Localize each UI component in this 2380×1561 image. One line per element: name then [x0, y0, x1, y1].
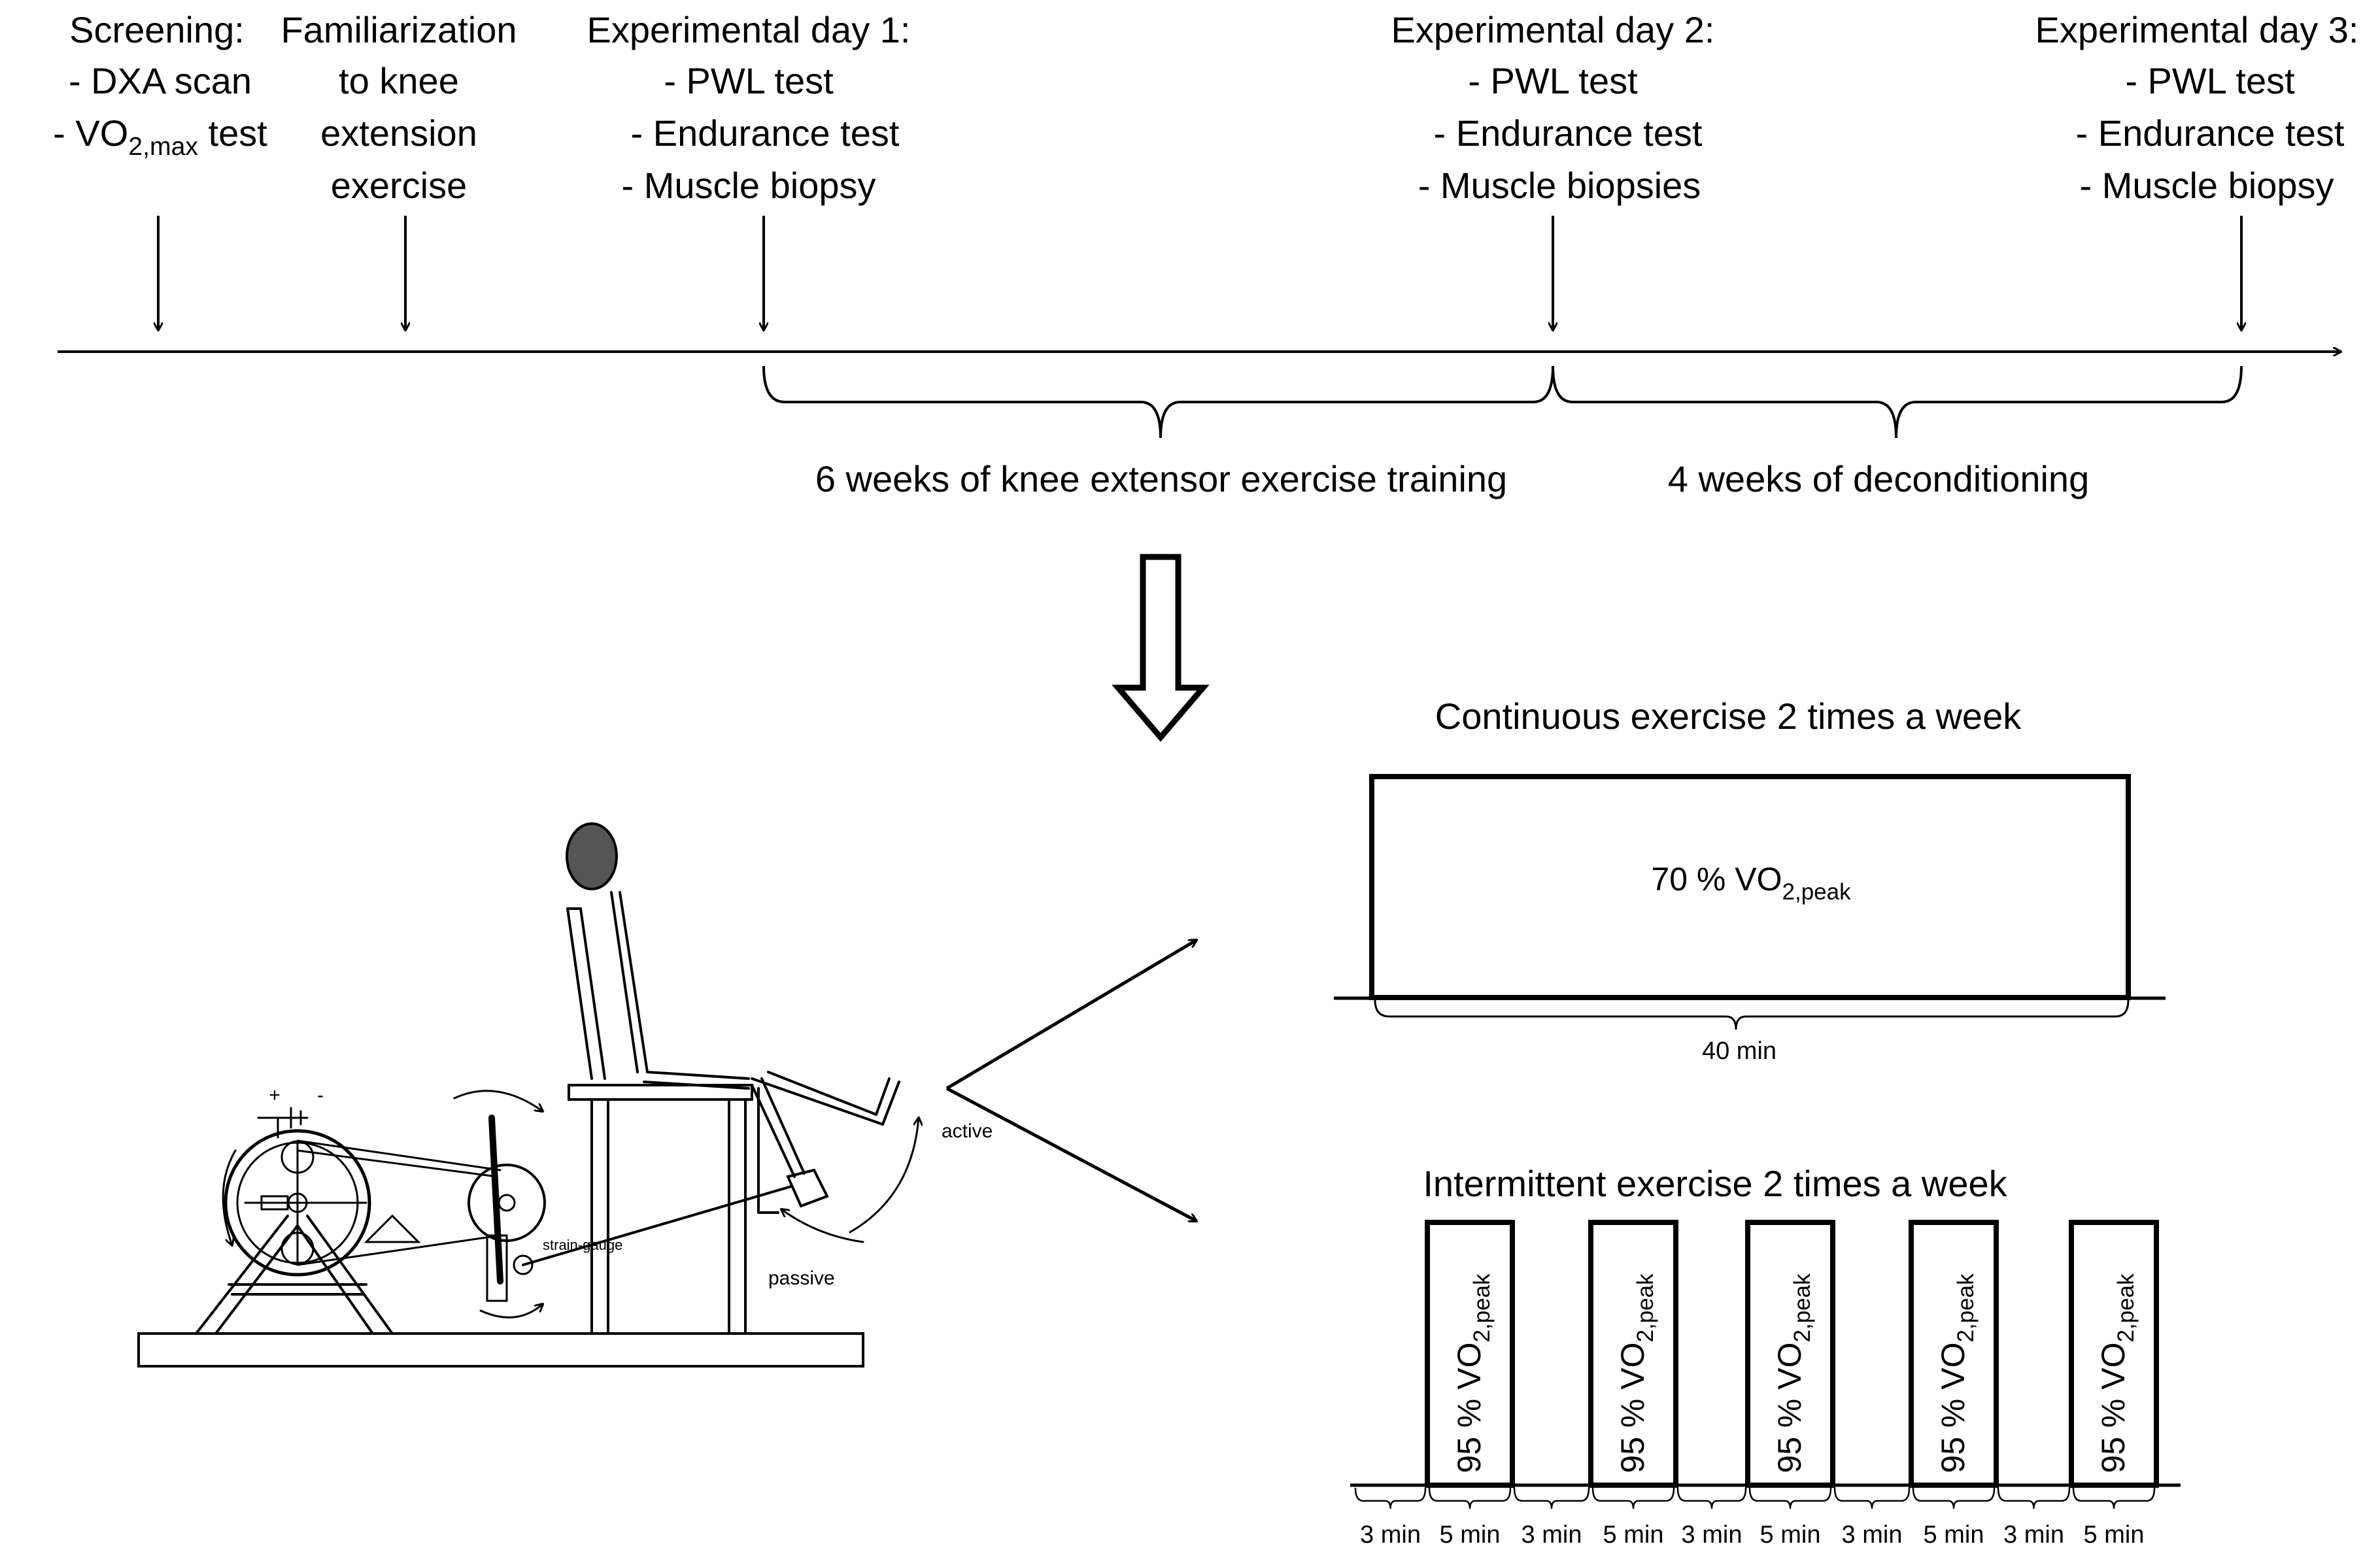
event-title: Screening: — [69, 9, 245, 50]
flywheel-stand — [195, 1215, 394, 1335]
branch-arrow-intermittent — [945, 1086, 1197, 1223]
intermittent-duration-brace — [1833, 1487, 1911, 1509]
event-line: - PWL test — [2125, 60, 2295, 101]
continuous-duration-brace — [1374, 999, 2130, 1030]
intermittent-protocol: Intermittent exercise 2 times a week 95 … — [1350, 1163, 2181, 1549]
intermittent-title: Intermittent exercise 2 times a week — [1423, 1163, 2007, 1204]
brace-training — [762, 365, 1554, 439]
intermittent-duration-brace — [1428, 1487, 1512, 1509]
event-line: - PWL test — [664, 60, 834, 101]
knee-extensor-ergometer-illustration: + - strain-gauge — [137, 822, 993, 1368]
intermittent-duration-brace — [1997, 1487, 2071, 1509]
seat — [566, 907, 753, 1335]
intermittent-duration-label: 3 min — [2003, 1521, 2064, 1549]
intermittent-duration-label: 5 min — [2084, 1521, 2145, 1549]
intermittent-duration-brace — [2072, 1487, 2156, 1509]
intermittent-bouts: 95 % VO2,peak 95 % VO2,peak 95 % VO2,peak 9… — [1425, 1220, 2159, 1488]
rotation-arrow-icon — [222, 1149, 237, 1245]
intermittent-duration-label: 5 min — [1440, 1521, 1501, 1549]
intermittent-duration-brace — [1676, 1487, 1747, 1509]
subject-figure — [566, 822, 900, 1214]
rotation-arrow-icon — [479, 1304, 543, 1318]
event-line: extension — [320, 112, 477, 154]
event-line: - PWL test — [1468, 60, 1638, 101]
event-screening: Screening: - DXA scan - VO2,max test — [53, 9, 267, 161]
continuous-title: Continuous exercise 2 times a week — [1435, 696, 2022, 737]
flywheel-icon — [224, 1129, 371, 1277]
rotation-arrow-icon — [453, 1090, 543, 1111]
intermittent-duration-brace — [1912, 1487, 1996, 1509]
active-label: active — [942, 1120, 993, 1142]
intermittent-duration-label: 3 min — [1842, 1521, 1903, 1549]
plus-label: + — [269, 1084, 280, 1106]
event-title: Experimental day 2: — [1391, 9, 1715, 50]
event-line: - Muscle biopsy — [621, 165, 876, 206]
electrode-icon — [257, 1107, 309, 1139]
phase-label-training: 6 weeks of knee extensor exercise traini… — [815, 458, 1507, 499]
intermittent-bout-intensity: 95 % VO2,peak — [1771, 1273, 1815, 1473]
event-line: to knee — [339, 60, 459, 101]
brace-deconditioning — [1552, 365, 2243, 439]
event-line: - Endurance test — [1434, 112, 1703, 154]
branch-arrows — [945, 938, 1197, 1223]
event-line: exercise — [331, 165, 468, 206]
branch-arrow-continuous — [945, 938, 1197, 1090]
intermittent-duration-brace — [1354, 1487, 1427, 1509]
timeline: Screening: - DXA scan - VO2,max test Fam… — [53, 9, 2358, 499]
phase-label-deconditioning: 4 weeks of deconditioning — [1668, 458, 2089, 499]
continuous-intensity: 70 % VO2,peak — [1651, 861, 1851, 905]
event-line: - Endurance test — [631, 112, 900, 154]
intermittent-duration-label: 5 min — [1924, 1521, 1984, 1549]
event-line: - Muscle biopsy — [2079, 165, 2334, 206]
intermittent-bout-intensity: 95 % VO2,peak — [1451, 1273, 1495, 1473]
crank-arm — [486, 1115, 534, 1302]
event-line: - Muscle biopsies — [1418, 165, 1701, 206]
intermittent-bout-intensity: 95 % VO2,peak — [1614, 1273, 1658, 1473]
intermittent-duration-label: 3 min — [1682, 1521, 1742, 1549]
intermittent-duration-label: 3 min — [1522, 1521, 1582, 1549]
intermittent-duration-brace — [1591, 1487, 1675, 1509]
event-experimental-day-2: Experimental day 2: - PWL test - Enduran… — [1391, 9, 1715, 206]
event-title: Familiarization — [281, 9, 517, 50]
continuous-protocol: Continuous exercise 2 times a week 70 % … — [1334, 696, 2166, 1065]
intermittent-duration-label: 5 min — [1760, 1521, 1821, 1549]
active-arrow-icon — [849, 1118, 919, 1234]
event-title: Experimental day 3: — [2035, 9, 2359, 50]
event-line: - DXA scan — [69, 60, 252, 101]
intermittent-duration-label: 3 min — [1360, 1521, 1421, 1549]
continuous-duration: 40 min — [1702, 1037, 1776, 1065]
event-line: - Endurance test — [2076, 112, 2345, 154]
event-experimental-day-1: Experimental day 1: - PWL test - Enduran… — [587, 9, 911, 206]
drive-belt — [296, 1139, 502, 1266]
intermittent-duration-labels: 3 min 5 min 3 min 5 min 3 min 5 min 3 min 5 min… — [1360, 1521, 2144, 1549]
pulley-icon — [468, 1164, 546, 1242]
passive-label: passive — [768, 1267, 835, 1289]
minus-label: - — [317, 1084, 324, 1106]
intermittent-bout-intensity: 95 % VO2,peak — [1935, 1273, 1979, 1473]
intermittent-duration-label: 5 min — [1603, 1521, 1664, 1549]
event-familiarization: Familiarization to knee extension exerci… — [281, 9, 517, 206]
big-down-arrow-icon — [1112, 554, 1210, 742]
passive-arrow-icon — [781, 1209, 864, 1243]
intermittent-bout-intensity: 95 % VO2,peak — [2095, 1273, 2139, 1473]
intermittent-duration-braces — [1354, 1487, 2156, 1509]
base-plate — [137, 1332, 864, 1368]
connecting-rod — [522, 1185, 792, 1266]
intermittent-duration-brace — [1513, 1487, 1590, 1509]
event-arrows — [158, 216, 2241, 330]
event-line-vo2max: - VO2,max test — [53, 112, 267, 161]
event-experimental-day-3: Experimental day 3: - PWL test - Enduran… — [2035, 9, 2359, 206]
event-title: Experimental day 1: — [587, 9, 911, 50]
intermittent-duration-brace — [1748, 1487, 1832, 1509]
support-icon — [364, 1214, 421, 1243]
